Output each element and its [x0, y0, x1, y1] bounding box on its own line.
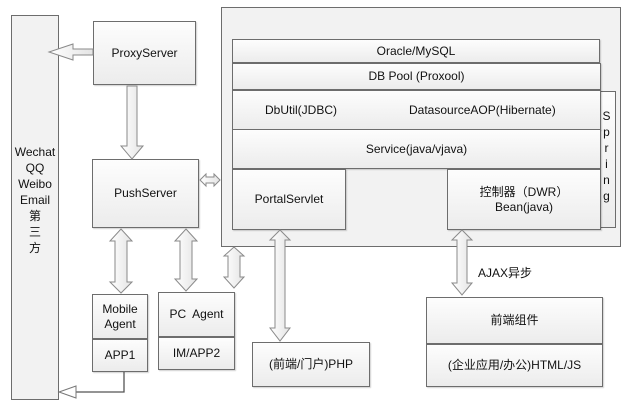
db-pool-layer: DB Pool (Proxool)	[232, 63, 601, 90]
third-party-char: 三	[28, 225, 41, 239]
arrow-push-mobile	[108, 228, 134, 294]
pc-agent-label: PC Agent	[169, 307, 224, 321]
data-access-layer: DbUtil(JDBC) DatasourceAOP(Hibernate)	[232, 90, 601, 130]
spring-char: p	[603, 125, 610, 139]
app1-box: APP1	[92, 339, 148, 372]
php-frontend-label: (前端/门户)PHP	[268, 357, 353, 371]
third-party-wechat: Wechat	[14, 145, 56, 159]
third-party-qq: QQ	[25, 161, 45, 175]
app1-label: APP1	[104, 348, 136, 362]
controller-label: 控制器（DWR）	[479, 184, 569, 199]
im-app2-box: IM/APP2	[158, 337, 235, 370]
frontend-html-js-label: (企业应用/办公)HTML/JS	[447, 358, 582, 372]
controller-bean-label: Bean(java)	[494, 199, 554, 214]
database-label: Oracle/MySQL	[376, 43, 456, 58]
proxy-server-box: ProxyServer	[93, 21, 196, 85]
service-label: Service(java/vjava)	[365, 141, 468, 156]
proxy-server-label: ProxyServer	[111, 45, 178, 60]
arrowhead-app1-thirdparty	[57, 385, 77, 399]
mobile-agent-label-2: Agent	[104, 316, 136, 331]
spring-char: r	[604, 141, 609, 155]
arrow-proxy-to-push	[119, 85, 145, 160]
spring-bar: S p r i n g	[597, 91, 616, 228]
third-party-weibo: Weibo	[18, 177, 52, 191]
arrow-push-server	[199, 172, 221, 188]
php-frontend-box: (前端/门户)PHP	[252, 342, 370, 387]
push-server-box: PushServer	[92, 159, 199, 228]
db-pool-label: DB Pool (Proxool)	[368, 69, 465, 83]
third-party-char: 第	[28, 209, 41, 223]
mobile-agent-box: Mobile Agent	[92, 294, 148, 339]
database-layer: Oracle/MySQL	[232, 39, 600, 63]
spring-char: g	[603, 189, 610, 203]
third-party-email: Email	[19, 193, 50, 207]
frontend-component-label: 前端组件	[490, 313, 539, 327]
service-layer: Service(java/vjava)	[232, 129, 601, 169]
third-party-char: 方	[28, 241, 41, 255]
portal-servlet-box: PortalServlet	[232, 169, 346, 230]
spring-char: i	[605, 157, 608, 171]
controller-box: 控制器（DWR） Bean(java)	[447, 169, 601, 230]
spring-char: n	[603, 173, 610, 187]
third-party-column: Wechat QQ Weibo Email 第 三 方	[11, 15, 59, 400]
arrow-push-pc	[173, 228, 199, 292]
push-server-label: PushServer	[114, 186, 177, 200]
frontend-component-box: 前端组件	[426, 297, 603, 344]
connector-app1-thirdparty	[76, 372, 125, 393]
ajax-label: AJAX异步	[478, 266, 533, 280]
dbutil-label: DbUtil(JDBC)	[265, 102, 337, 117]
im-app2-label: IM/APP2	[172, 346, 221, 360]
mobile-agent-label-1: Mobile	[102, 301, 138, 316]
pc-agent-box: PC Agent	[158, 292, 235, 337]
frontend-html-js-box: (企业应用/办公)HTML/JS	[426, 344, 603, 387]
spring-char: S	[602, 109, 611, 123]
arrow-server-pc	[222, 246, 246, 289]
datasource-label: DatasourceAOP(Hibernate)	[409, 102, 556, 117]
portal-servlet-label: PortalServlet	[254, 192, 324, 206]
